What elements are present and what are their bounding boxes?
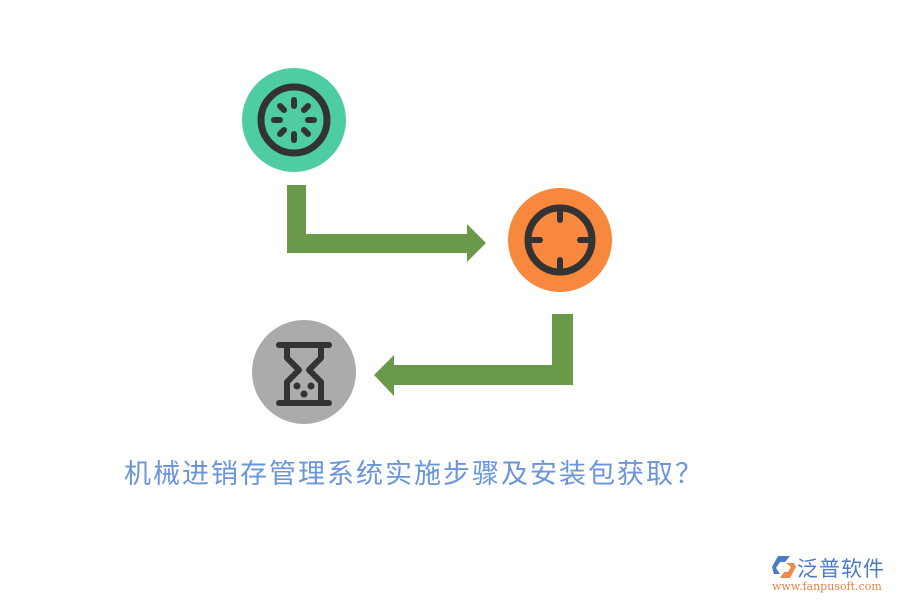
fanpu-logo-icon — [772, 556, 796, 578]
crosshair-target-icon — [524, 204, 596, 276]
arrow-down-right — [287, 185, 486, 262]
step-2-circle — [508, 188, 612, 292]
hourglass-icon — [276, 342, 332, 406]
loading-spinner-icon — [257, 83, 331, 157]
fanpu-logo: 泛普软件 www.fanpusoft.com — [770, 553, 895, 595]
step-3-circle — [252, 320, 356, 424]
page-title: 机械进销存管理系统实施步骤及安装包获取？ — [124, 459, 704, 490]
arrow-down-left — [374, 314, 573, 396]
logo-name: 泛普软件 — [797, 557, 885, 581]
logo-url: www.fanpusoft.com — [772, 580, 882, 593]
step-1-circle — [242, 68, 346, 172]
